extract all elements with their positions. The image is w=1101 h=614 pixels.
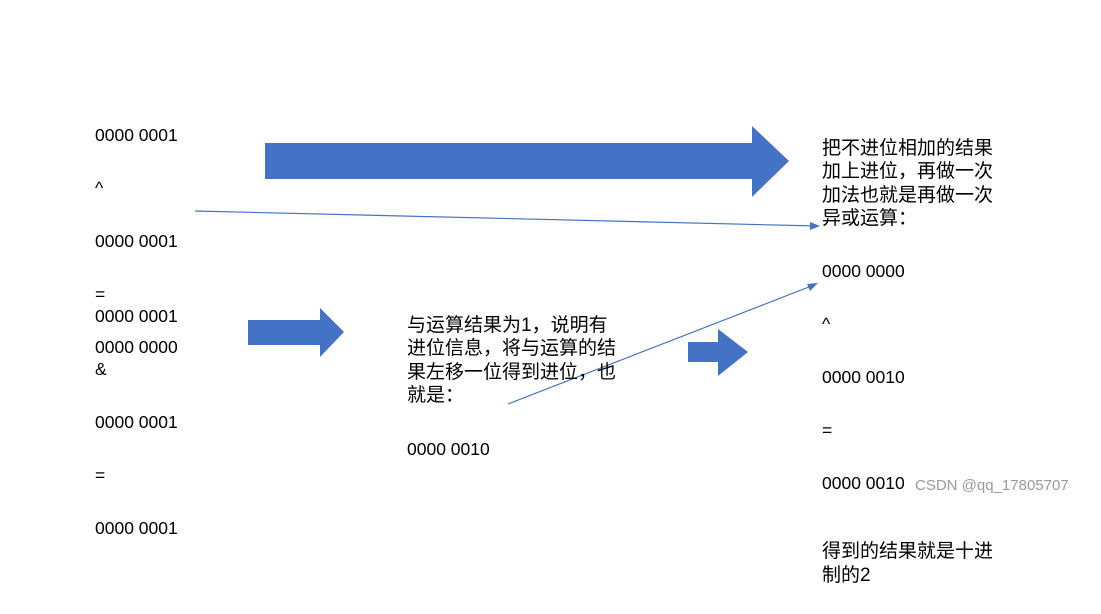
xor-operand-a: 0000 0001 (95, 124, 178, 145)
xor-operation-block: 0000 0001 ^ 0000 0001 = 0000 0000 (95, 95, 178, 387)
and-result: 0000 0001 (95, 517, 178, 538)
final-result: 0000 0010 (822, 473, 905, 493)
and-operand-a: 0000 0001 (95, 305, 178, 326)
and-operation-block: 0000 0001 & 0000 0001 = 0000 0001 (95, 276, 178, 568)
final-equals: = (822, 420, 833, 440)
and-equals: = (95, 464, 106, 485)
final-add-intro: 把不进位相加的结果加上进位，再做一次加法也就是再做一次异或运算： (822, 137, 994, 230)
final-operator: ^ (822, 314, 831, 334)
xor-operand-b: 0000 0001 (95, 230, 178, 251)
final-add-block: 把不进位相加的结果加上进位，再做一次加法也就是再做一次异或运算： 0000 00… (822, 110, 1004, 614)
carry-value: 0000 0010 (407, 439, 490, 459)
small-right-arrow (688, 329, 748, 376)
xor-operator: ^ (95, 177, 104, 198)
connector-line-top (194, 210, 818, 227)
large-right-arrow (265, 126, 789, 197)
carry-explanation-text: 与运算结果为1，说明有进位信息，将与运算的结果左移一位得到进位，也就是： (407, 314, 617, 407)
carry-explanation-block: 与运算结果为1，说明有进位信息，将与运算的结果左移一位得到进位，也就是： 000… (407, 287, 622, 489)
connector-arrowhead-bottom (807, 283, 818, 291)
watermark: CSDN @qq_17805707 (915, 477, 1069, 494)
xor-equals: = (95, 283, 106, 304)
final-conclusion: 得到的结果就是十进制的2 (822, 541, 994, 586)
and-operand-b: 0000 0001 (95, 411, 178, 432)
and-operator: & (95, 358, 107, 379)
medium-right-arrow (248, 308, 344, 357)
connector-line-bottom (507, 284, 815, 405)
final-operand-a: 0000 0000 (822, 261, 905, 281)
xor-result: 0000 0000 (95, 336, 178, 357)
diagram-shapes (194, 126, 820, 405)
connector-arrowhead-top (810, 222, 820, 230)
final-operand-b: 0000 0010 (822, 367, 905, 387)
